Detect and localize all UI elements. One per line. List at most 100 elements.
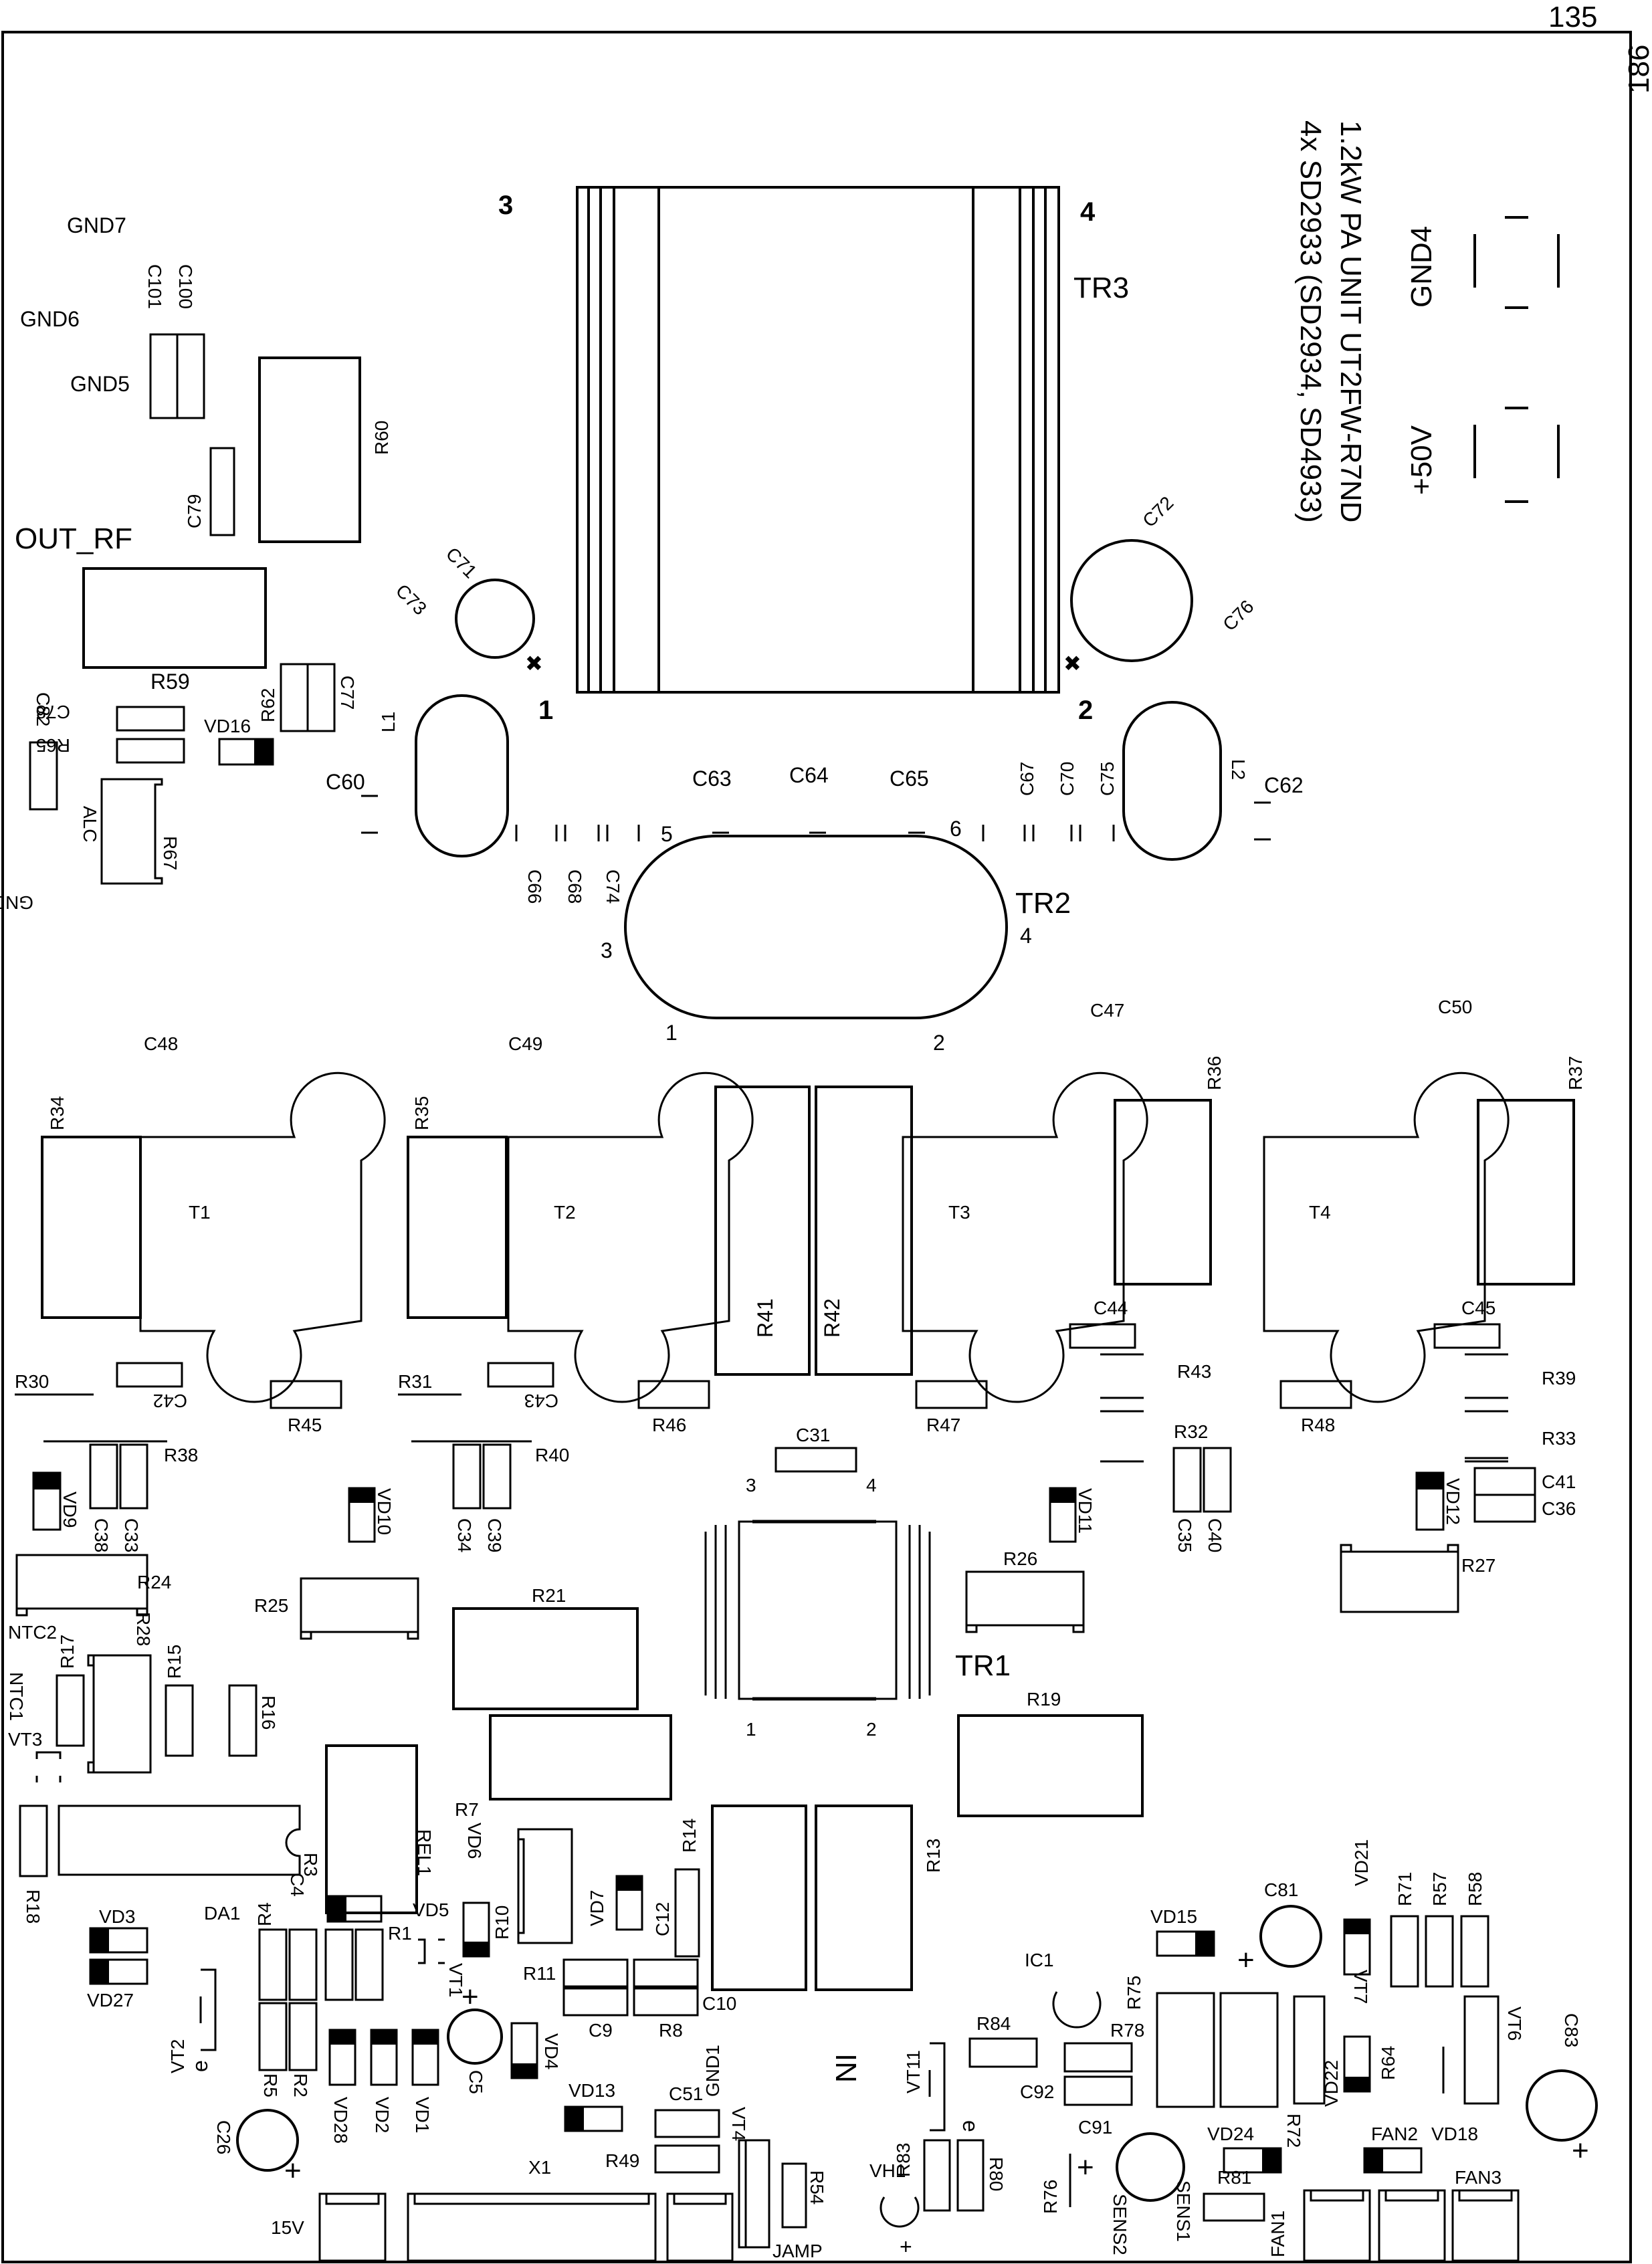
label-c12: C12 [652, 1902, 673, 1936]
cap-c5 [447, 2009, 503, 2065]
label-t4: T4 [1309, 1202, 1331, 1223]
res-r81 [1203, 2192, 1265, 2222]
label-l2: L2 [1228, 759, 1249, 780]
connector-x1 [407, 2192, 657, 2262]
label-r13: R13 [923, 1839, 944, 1873]
label-c81: C81 [1264, 1879, 1298, 1900]
label-vt1: VT1 [445, 1963, 466, 1997]
diode-vd1 [411, 2029, 439, 2086]
label-c48: C48 [144, 1033, 178, 1054]
res-r54 [781, 2162, 807, 2229]
diode-vd13 [564, 2105, 623, 2132]
label-c41: C41 [1542, 1471, 1576, 1492]
diode-vd24 [1223, 2147, 1282, 2174]
res-r15 [165, 1684, 194, 1757]
res-r62 [280, 663, 309, 732]
diode-vd15 [1156, 1930, 1215, 1957]
label-vd21: VD21 [1351, 1839, 1372, 1886]
label-vt11-e: e [958, 2120, 983, 2132]
label-r46: R46 [652, 1415, 686, 1435]
label-c36: C36 [1542, 1498, 1576, 1519]
label-r27: R27 [1461, 1555, 1495, 1576]
transistor-vt3 [35, 1751, 62, 1782]
label-r21: R21 [532, 1585, 566, 1606]
label-r3: R3 [300, 1853, 321, 1877]
label-r80: R80 [986, 2157, 1007, 2191]
label-r15: R15 [164, 1645, 185, 1679]
cap-c82 [29, 741, 58, 811]
diode-vd28 [328, 2029, 356, 2086]
diode-vd16 [218, 738, 274, 766]
label-r62: R62 [257, 688, 278, 722]
res-r35 [407, 1136, 508, 1319]
label-r28: R28 [133, 1612, 154, 1646]
connector-alc [100, 778, 163, 885]
label-c62: C62 [1264, 773, 1304, 797]
label-c34: C34 [454, 1518, 475, 1552]
tr3-pin1: 1 [538, 696, 553, 725]
label-r41: R41 [753, 1298, 777, 1338]
mark-c83-plus: + [1572, 2134, 1589, 2167]
cap-c26 [236, 2109, 299, 2172]
label-r14: R14 [679, 1819, 700, 1853]
connector-15v [318, 2192, 387, 2262]
label-vd15: VD15 [1150, 1906, 1197, 1927]
res-r41 [714, 1086, 811, 1376]
label-r1: R1 [388, 1923, 412, 1944]
label-r81: R81 [1217, 2167, 1251, 2188]
res-r34 [41, 1136, 142, 1319]
res-r43 [1100, 1353, 1144, 1463]
res-r84 [968, 2037, 1038, 2068]
transistor-t1 [139, 1071, 386, 1403]
diode-vd21 [1343, 1918, 1371, 1976]
connector-fan1 [1303, 2189, 1371, 2262]
label-t1: T1 [189, 1202, 211, 1223]
label-c65: C65 [890, 766, 929, 791]
label-sens1: SENS1 [1173, 2180, 1194, 2242]
transformer-tr2 [624, 835, 1008, 1019]
label-r42: R42 [820, 1298, 844, 1338]
label-c26: C26 [213, 2120, 234, 2154]
label-vd1: VD1 [412, 2097, 433, 2133]
label-alc: ALC [80, 806, 100, 842]
connector-fan3 [1451, 2189, 1520, 2262]
label-gnd4: GND4 [1405, 226, 1438, 308]
terminal-gnd4 [1473, 216, 1560, 309]
label-x1: X1 [528, 2157, 551, 2178]
label-fan2: FAN2 [1371, 2124, 1418, 2144]
label-c44: C44 [1094, 1298, 1128, 1318]
label-r71: R71 [1395, 1872, 1415, 1906]
label-r5: R5 [260, 2073, 281, 2097]
cap-c79 [209, 447, 235, 536]
cap-c43 [487, 1362, 554, 1388]
res-r75 [1156, 1992, 1215, 2108]
res-r36 [1114, 1099, 1212, 1285]
transistor-t2 [507, 1071, 754, 1403]
label-r49: R49 [605, 2150, 639, 2171]
sensor-vh1 [880, 2196, 920, 2228]
label-r36: R36 [1204, 1056, 1225, 1090]
label-c50: C50 [1438, 997, 1472, 1017]
mark-c26-plus: + [284, 2154, 302, 2187]
label-c63: C63 [692, 766, 732, 791]
label-c78: C78 [36, 702, 70, 722]
label-vt11: VT11 [903, 2050, 924, 2093]
diode-vd7 [615, 1875, 643, 1931]
res-r72 [1219, 1992, 1279, 2108]
cap-c92 [1063, 2075, 1133, 2106]
label-vd13: VD13 [569, 2080, 615, 2101]
label-c5: C5 [466, 2070, 486, 2094]
mark-c72: ✖ [1063, 651, 1081, 676]
connector-r24 [15, 1554, 148, 1617]
tr3-pin3: 3 [498, 191, 513, 220]
label-c9: C9 [589, 2020, 613, 2041]
label-c83: C83 [1561, 2013, 1582, 2047]
transistor-vt11 [928, 2042, 946, 2132]
label-c100: C100 [175, 264, 196, 309]
label-c72: C72 [1138, 492, 1177, 531]
label-vd16: VD16 [204, 716, 251, 736]
label-c51: C51 [669, 2083, 703, 2104]
res-r49 [654, 2144, 720, 2174]
mark-c81-plus: + [1237, 1944, 1255, 1976]
res-r19 [957, 1714, 1144, 1817]
